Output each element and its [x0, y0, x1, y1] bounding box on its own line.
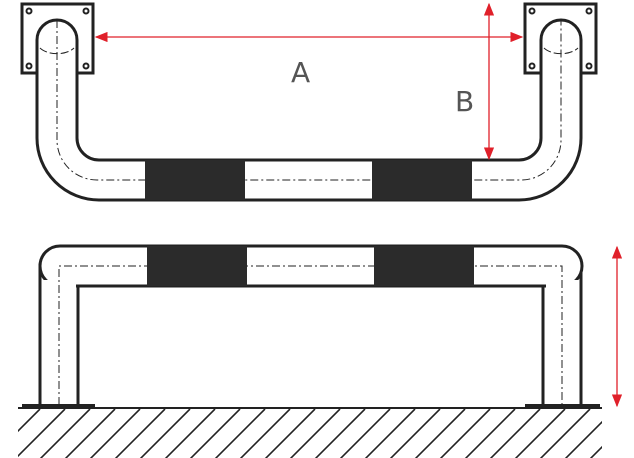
dimension-b-label: B — [455, 85, 474, 118]
hazard-band — [374, 246, 474, 286]
right-base-plate — [525, 404, 600, 408]
bolt-holes — [25, 7, 593, 70]
hazard-band — [147, 246, 247, 286]
top-view: A B — [20, 2, 598, 202]
ground-hatch — [18, 409, 602, 458]
left-base-plate — [22, 404, 95, 408]
side-view — [18, 244, 623, 458]
hazard-band — [372, 160, 472, 200]
hazard-band — [145, 160, 245, 200]
top-view-tube — [35, 18, 583, 202]
dimension-a-label: A — [291, 56, 310, 89]
